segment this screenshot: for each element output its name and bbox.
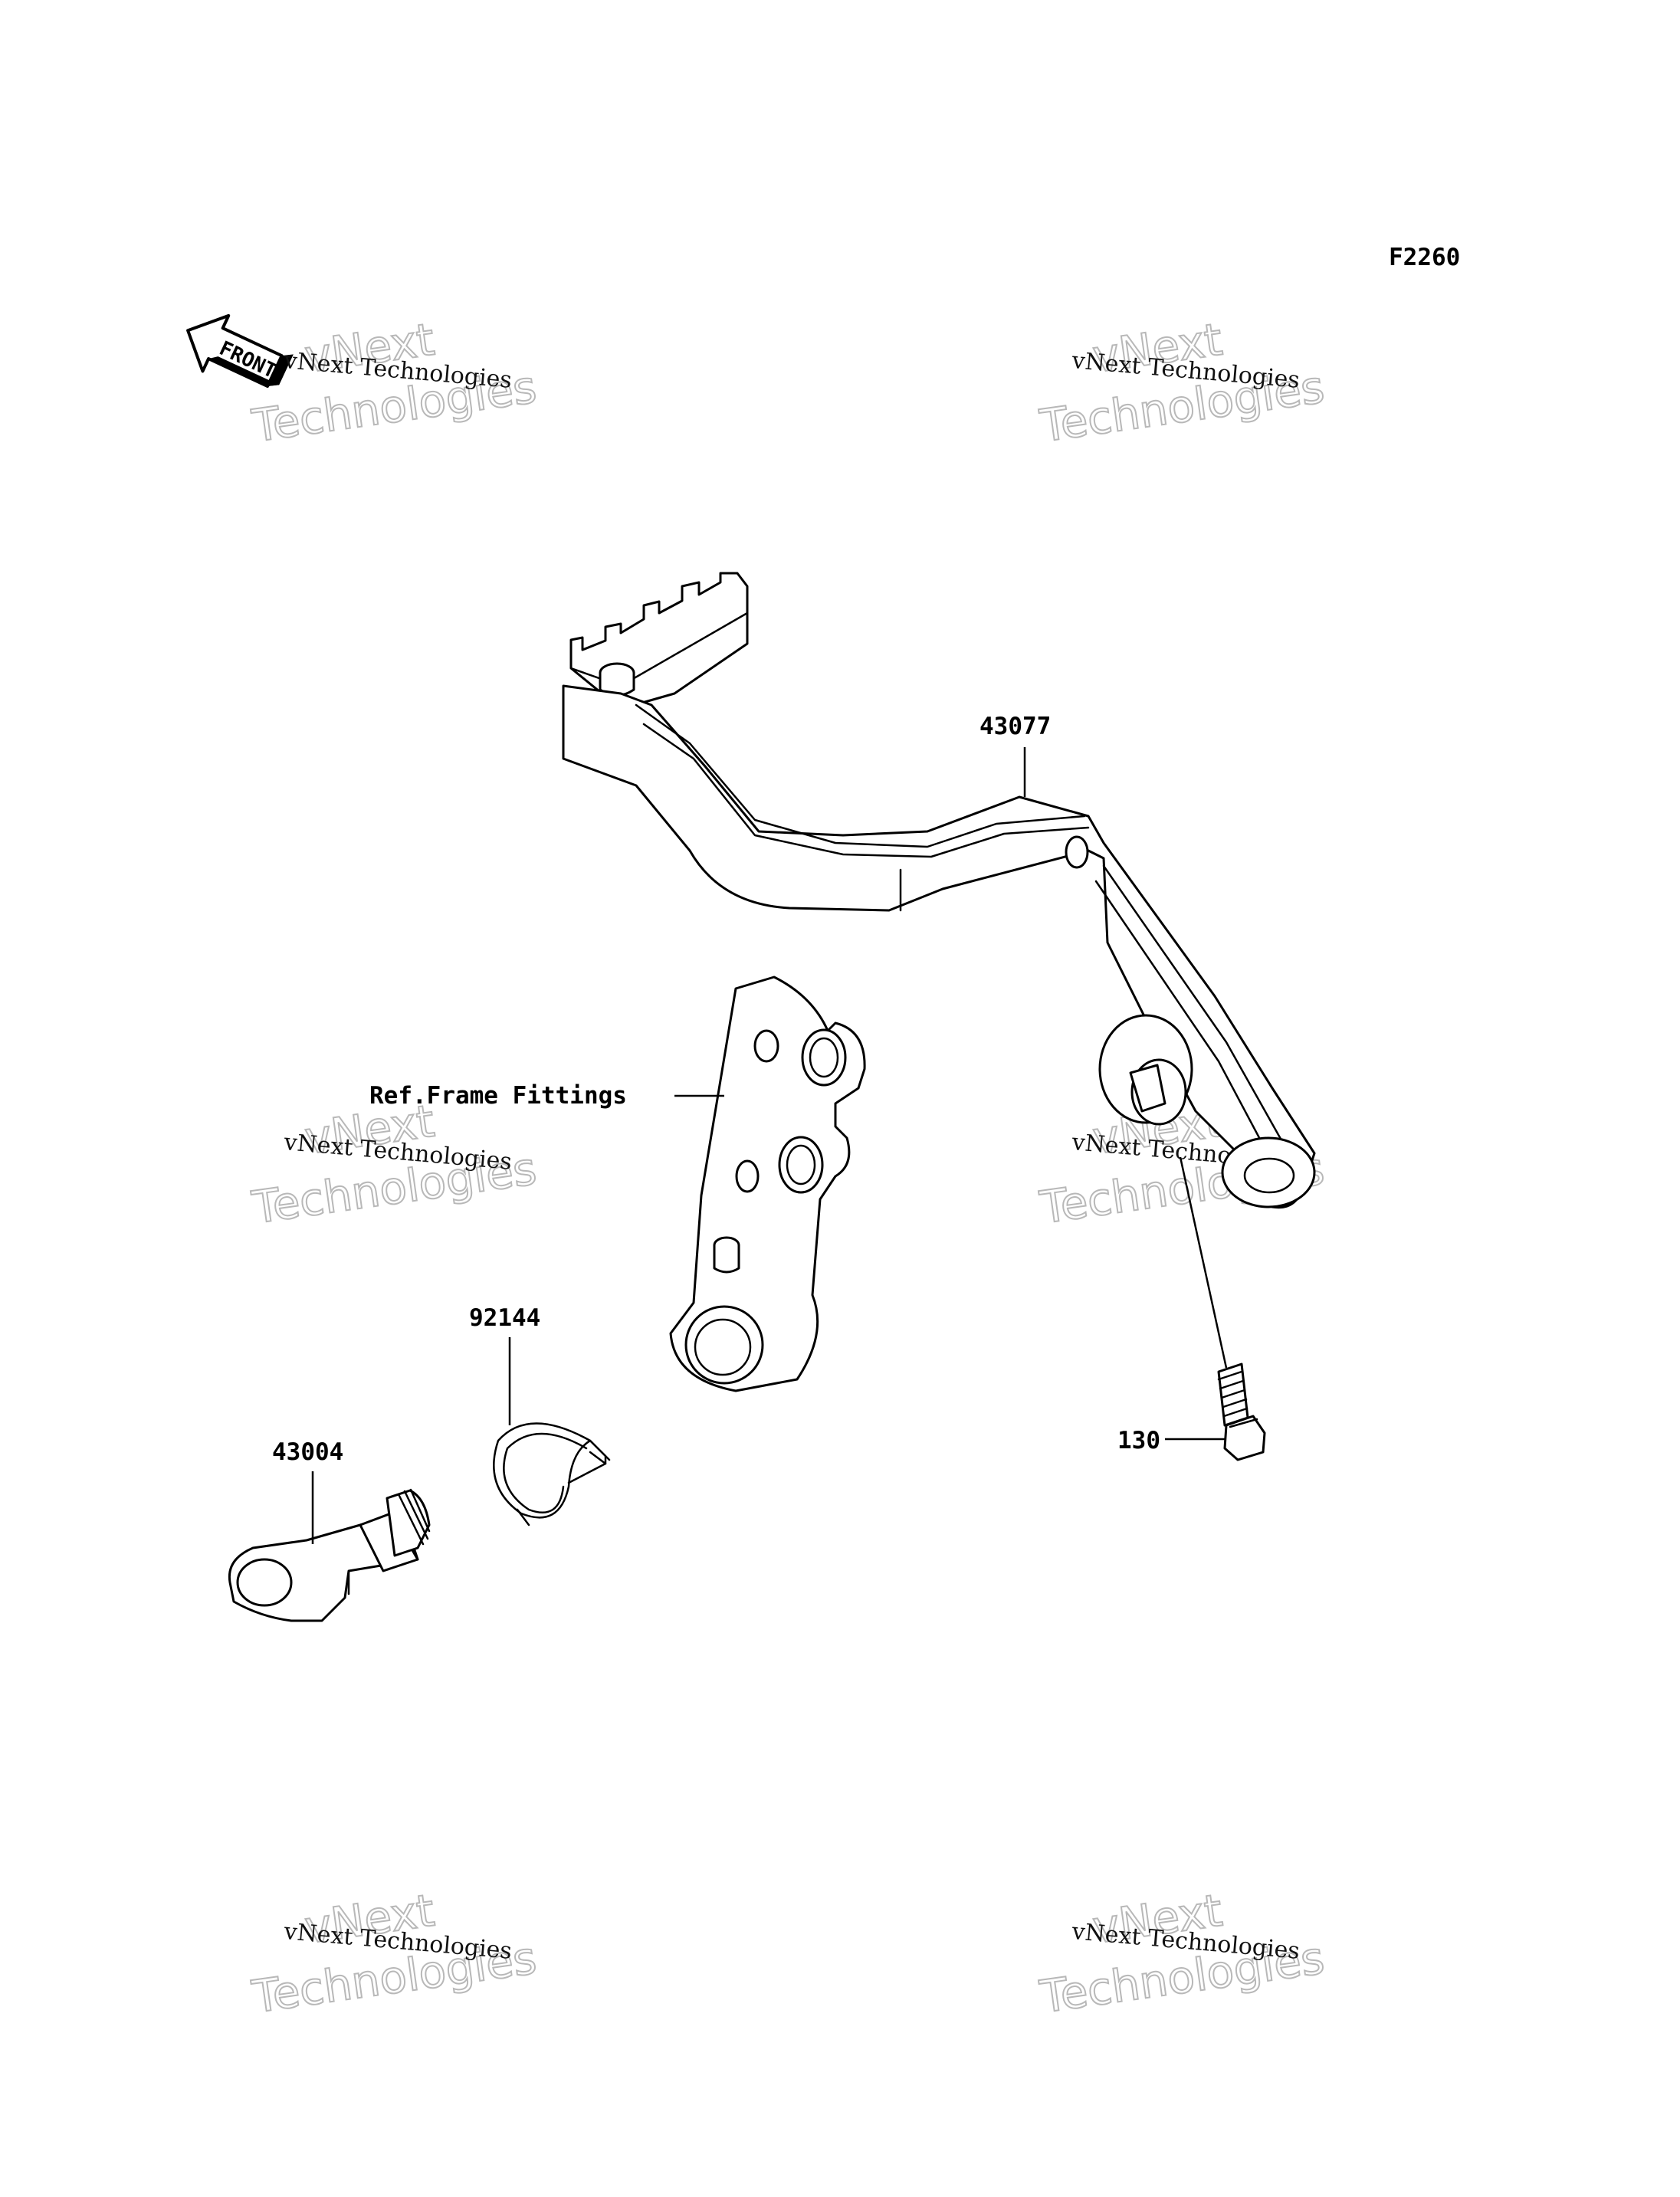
brake-pedal-part <box>562 572 1316 1209</box>
spring-part <box>493 1422 611 1526</box>
figure-code: F2260 <box>1389 244 1460 271</box>
watermark: vNext Technologies vNext Technologies <box>248 1884 540 2024</box>
watermark: vNext Technologies vNext Technologies <box>1036 313 1328 453</box>
callout-shaft: 43004 <box>272 1438 343 1544</box>
watermark: vNext Technologies vNext Technologies <box>248 313 540 453</box>
frame-fitting-part <box>669 976 866 1392</box>
callout-label: Ref.Frame Fittings <box>369 1082 627 1110</box>
callout-spring: 92144 <box>469 1304 540 1425</box>
watermark: vNext Technologies vNext Technologies <box>248 1094 540 1235</box>
bolt-part <box>1217 1362 1266 1461</box>
pivot-shaft-part <box>228 1488 431 1622</box>
callout-label: 130 <box>1117 1427 1160 1454</box>
callout-bolt: 130 <box>1117 1156 1228 1454</box>
callout-brake-pedal: 43077 <box>979 713 1051 797</box>
callout-label: 92144 <box>469 1304 540 1332</box>
callout-label: 43077 <box>979 713 1051 740</box>
callout-label: 43004 <box>272 1438 343 1466</box>
watermark: vNext Technologies vNext Technologies <box>1036 1884 1328 2024</box>
front-arrow-icon: FRONT <box>186 313 294 389</box>
callout-frame-fittings: Ref.Frame Fittings <box>369 1082 724 1110</box>
